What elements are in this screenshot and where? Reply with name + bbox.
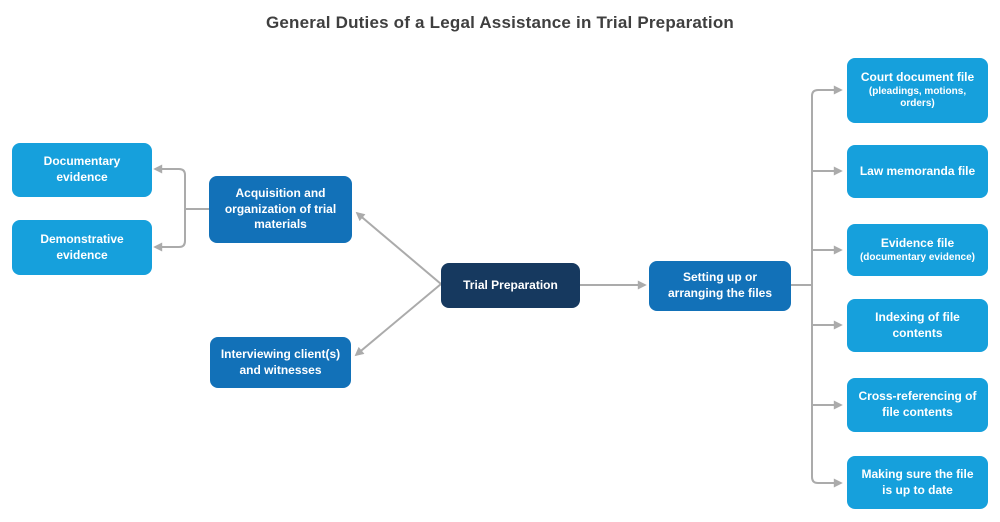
node-evidence-file: Evidence file (documentary evidence) bbox=[847, 224, 988, 276]
node-documentary-evidence: Documentary evidence bbox=[12, 143, 152, 197]
node-label: Court document file bbox=[860, 70, 975, 85]
node-label: Trial Preparation bbox=[463, 277, 558, 292]
node-law-memoranda-file: Law memoranda file bbox=[847, 145, 988, 198]
node-label: Indexing of file contents bbox=[875, 309, 960, 340]
node-label: Interviewing client(s) and witnesses bbox=[220, 346, 341, 377]
node-label: Setting up or arranging the files bbox=[667, 270, 773, 300]
node-label: Cross-referencing of file contents bbox=[858, 389, 977, 419]
node-label: Law memoranda file bbox=[859, 163, 976, 178]
node-indexing-file-contents: Indexing of file contents bbox=[847, 299, 988, 352]
node-court-document-file: Court document file (pleadings, motions,… bbox=[847, 58, 988, 123]
node-setting-up-files: Setting up or arranging the files bbox=[649, 261, 791, 311]
node-cross-referencing: Cross-referencing of file contents bbox=[847, 378, 988, 432]
node-trial-preparation: Trial Preparation bbox=[441, 263, 580, 308]
node-label: Documentary evidence bbox=[43, 154, 121, 184]
page-title: General Duties of a Legal Assistance in … bbox=[265, 13, 735, 32]
node-label: Demonstrative evidence bbox=[40, 231, 124, 262]
node-label: Making sure the file is up to date bbox=[861, 466, 974, 497]
node-sublabel: (documentary evidence) bbox=[859, 251, 976, 263]
node-label: Acquisition and organization of trial ma… bbox=[224, 186, 337, 232]
node-file-up-to-date: Making sure the file is up to date bbox=[847, 456, 988, 509]
node-sublabel: (pleadings, motions, orders) bbox=[868, 85, 967, 110]
node-label: Evidence file bbox=[880, 235, 955, 250]
node-demonstrative-evidence: Demonstrative evidence bbox=[12, 220, 152, 275]
node-acquisition-organization: Acquisition and organization of trial ma… bbox=[209, 176, 352, 243]
node-interviewing-clients: Interviewing client(s) and witnesses bbox=[210, 337, 351, 388]
